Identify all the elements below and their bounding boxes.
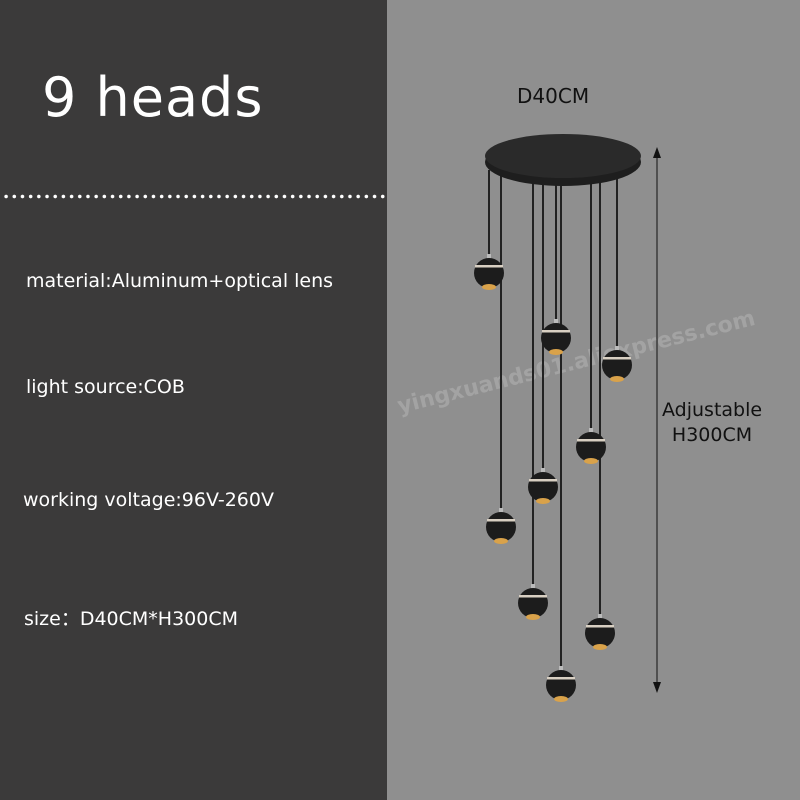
spec-voltage: working voltage:96V-260V xyxy=(23,489,274,511)
canopy-top xyxy=(485,134,641,178)
spec-size: size：D40CM*H300CM xyxy=(24,608,239,630)
arrow-down-icon xyxy=(653,682,661,693)
pendant-head xyxy=(576,428,606,464)
pendant-head xyxy=(486,508,516,544)
spec-material: material:Aluminum+optical lens xyxy=(26,270,334,292)
arrow-up-icon xyxy=(653,147,661,158)
height-label: Adjustable H300CM xyxy=(662,398,762,448)
pendant-head xyxy=(585,614,615,650)
spec-light-source: light source:COB xyxy=(26,376,185,398)
pendant-head xyxy=(474,254,504,290)
pendant-head xyxy=(541,319,571,355)
diameter-label: D40CM xyxy=(517,84,590,108)
pendant-head xyxy=(528,468,558,504)
dotted-divider xyxy=(2,194,385,199)
pendant-heads xyxy=(474,254,632,702)
pendant-head xyxy=(518,584,548,620)
pendant-head xyxy=(546,666,576,702)
height-label-line1: Adjustable xyxy=(662,399,763,421)
right-panel xyxy=(387,0,800,800)
height-label-line2: H300CM xyxy=(671,424,753,446)
left-panel xyxy=(0,0,387,800)
cables xyxy=(488,170,618,669)
product-heads-title: 9 heads xyxy=(42,66,264,129)
pendant-head xyxy=(602,346,632,382)
